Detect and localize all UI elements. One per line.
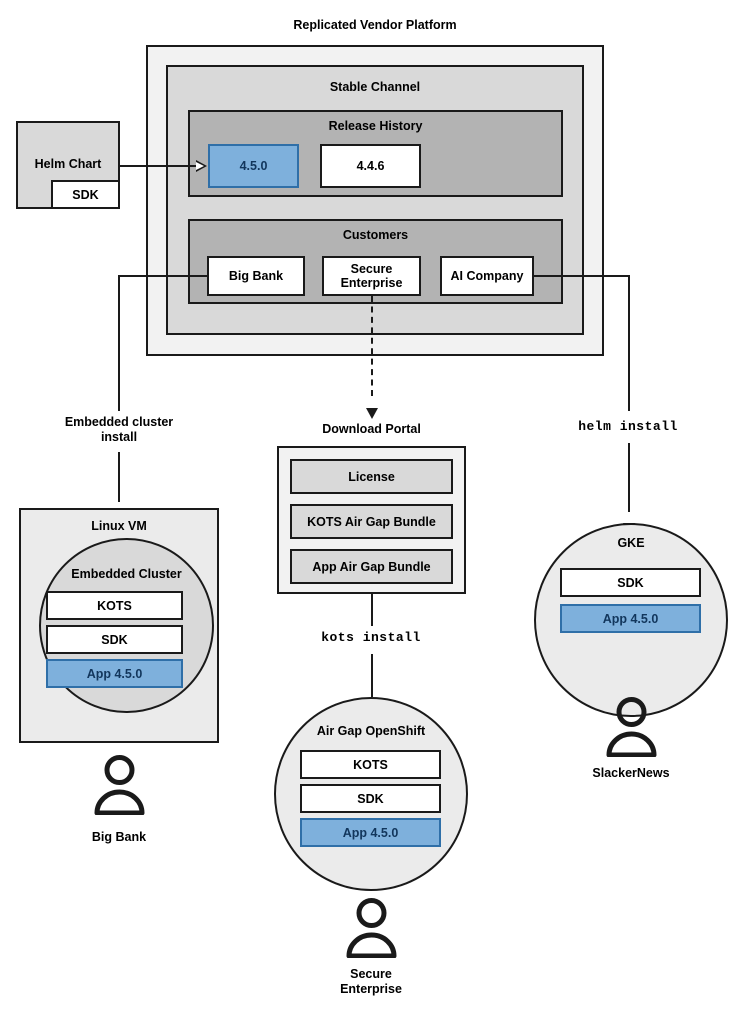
customer-chip-secure-enterprise[interactable]: Secure Enterprise (322, 256, 421, 296)
gke-component-sdk[interactable]: SDK (560, 568, 701, 597)
connector-bigbank-vertical-2 (118, 452, 120, 502)
download-portal-title: Download Portal (322, 422, 421, 436)
user-icon-secure-enterprise (344, 898, 399, 958)
release-history-title: Release History (328, 119, 423, 133)
customer-chip-ai-company[interactable]: AI Company (440, 256, 534, 296)
label-embedded-cluster-install: Embedded cluster install (64, 415, 174, 444)
user-label-big-bank: Big Bank (91, 830, 147, 844)
helm-chart-title: Helm Chart (34, 157, 102, 171)
linux-vm-title: Linux VM (91, 519, 147, 533)
user-label-slackernews: SlackerNews (592, 766, 670, 780)
connector-bigbank-horizontal (118, 275, 208, 277)
connector-aicompany-horizontal (533, 275, 630, 277)
linux-vm-component-sdk[interactable]: SDK (46, 625, 183, 654)
stable-channel-title: Stable Channel (329, 80, 421, 94)
connector-bigbank-vertical (118, 275, 120, 411)
linux-vm-component-kots[interactable]: KOTS (46, 591, 183, 620)
openshift-component-kots[interactable]: KOTS (300, 750, 441, 779)
gke-component-app[interactable]: App 4.5.0 (560, 604, 701, 633)
release-chip-4-5-0[interactable]: 4.5.0 (208, 144, 299, 188)
user-label-secure-enterprise: Secure Enterprise (340, 967, 402, 996)
customer-chip-big-bank[interactable]: Big Bank (207, 256, 305, 296)
page-title: Replicated Vendor Platform (293, 18, 457, 32)
connector-aicompany-vertical-2 (628, 443, 630, 512)
linux-vm-component-app[interactable]: App 4.5.0 (46, 659, 183, 688)
openshift-component-sdk[interactable]: SDK (300, 784, 441, 813)
release-chip-4-4-6[interactable]: 4.4.6 (320, 144, 421, 188)
connector-aicompany-vertical (628, 275, 630, 411)
connector-portal-to-openshift-a (371, 594, 373, 626)
arrowhead-helm-to-release (196, 160, 207, 172)
embedded-cluster-title: Embedded Cluster (71, 567, 182, 581)
gke-title: GKE (617, 536, 645, 550)
user-icon-slackernews (604, 697, 659, 757)
user-icon-big-bank (92, 755, 147, 815)
air-gap-openshift-title: Air Gap OpenShift (316, 724, 426, 738)
download-portal-item-license[interactable]: License (290, 459, 453, 494)
arrowhead-download-portal (366, 408, 378, 419)
connector-portal-to-openshift-b (371, 654, 373, 697)
connector-helm-to-release (120, 165, 197, 167)
label-helm-install: helm install (578, 419, 678, 434)
download-portal-item-app-air-gap-bundle[interactable]: App Air Gap Bundle (290, 549, 453, 584)
customers-title: Customers (342, 228, 409, 242)
helm-chart-sdk-chip: SDK (51, 180, 120, 209)
download-portal-item-kots-air-gap-bundle[interactable]: KOTS Air Gap Bundle (290, 504, 453, 539)
label-kots-install: kots install (321, 630, 421, 645)
connector-secure-enterprise-dashed (371, 296, 373, 396)
openshift-component-app[interactable]: App 4.5.0 (300, 818, 441, 847)
